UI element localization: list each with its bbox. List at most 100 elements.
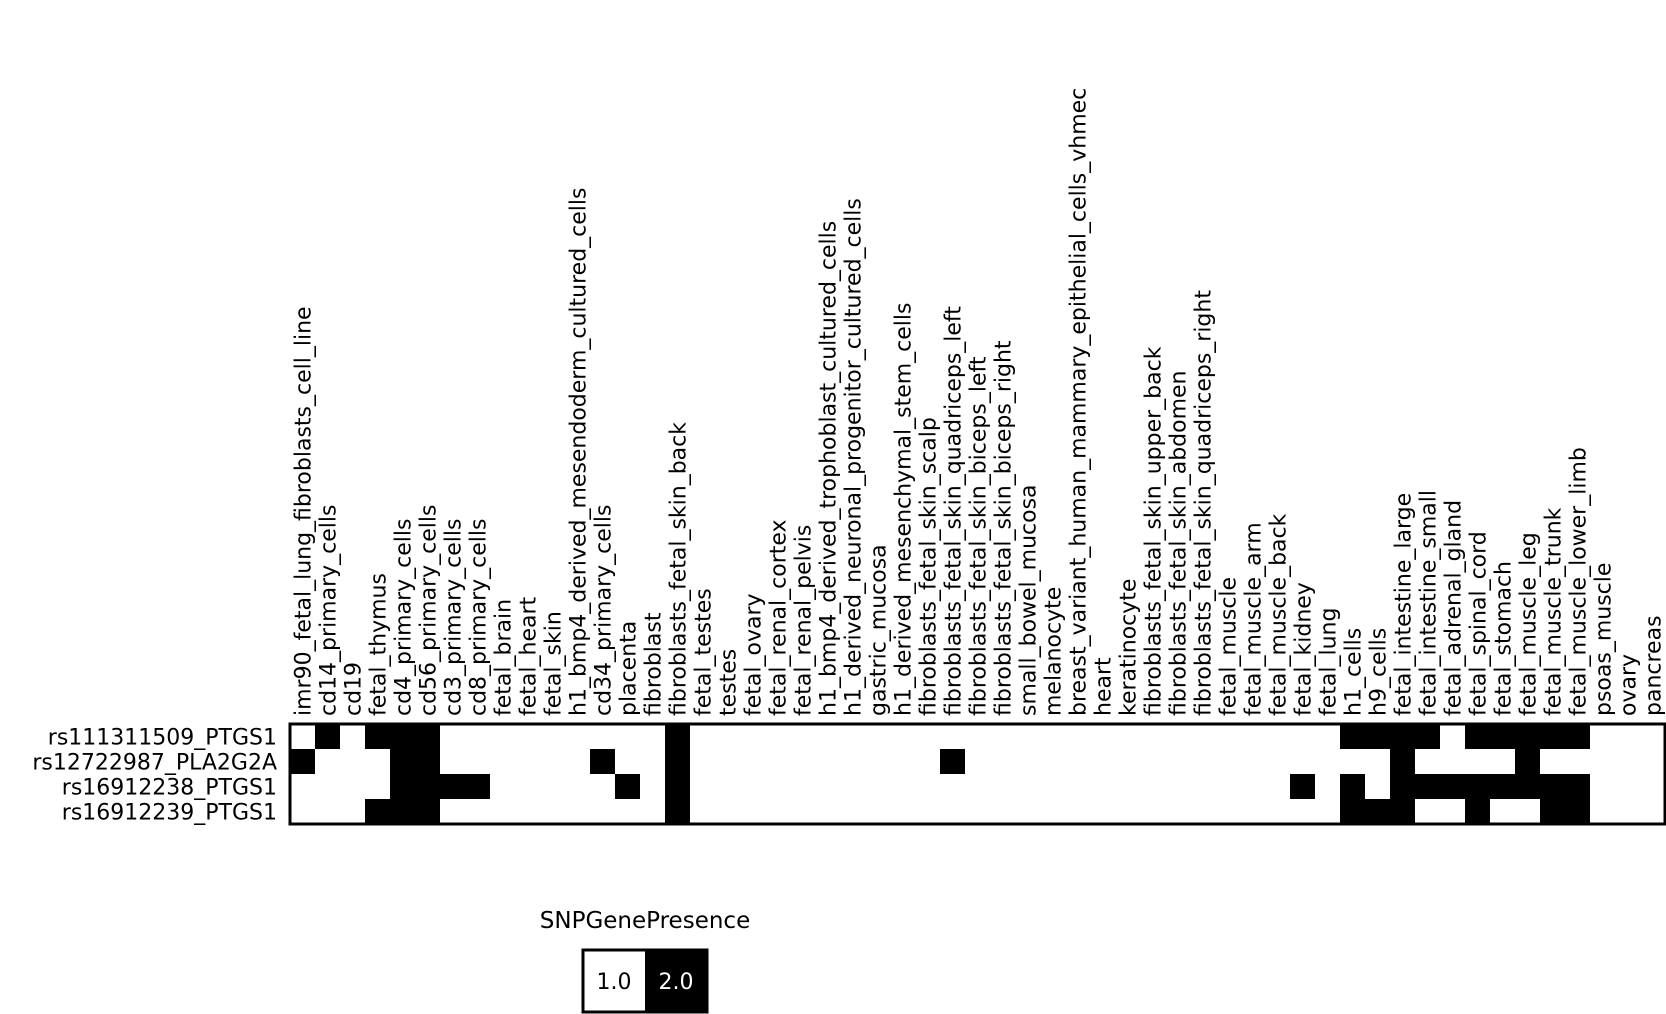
heatmap-cell [1415, 749, 1440, 774]
heatmap-cell [1165, 749, 1190, 774]
heatmap-cell [1440, 749, 1465, 774]
heatmap-cell [1115, 749, 1140, 774]
heatmap-cell [640, 724, 665, 749]
heatmap-cell [290, 799, 315, 824]
heatmap-cell [1540, 724, 1565, 749]
heatmap-cell [590, 774, 615, 799]
heatmap-cell [990, 774, 1015, 799]
heatmap-cell [690, 799, 715, 824]
heatmap-cell [1115, 799, 1140, 824]
heatmap-cell [840, 799, 865, 824]
heatmap-cell [1090, 799, 1115, 824]
heatmap-cell [1215, 774, 1240, 799]
column-label-cd4-primary-cells: cd4_primary_cells [392, 519, 417, 716]
column-label-fibroblasts-fetal-skin-quadriceps-left: fibroblasts_fetal_skin_quadriceps_left [942, 306, 967, 716]
heatmap-cell [965, 799, 990, 824]
heatmap-cell [740, 774, 765, 799]
heatmap-cell [840, 774, 865, 799]
heatmap-cell [765, 749, 790, 774]
heatmap-cell [1565, 749, 1590, 774]
heatmap-cell [1415, 724, 1440, 749]
heatmap-cell [1040, 749, 1065, 774]
heatmap-cell [790, 774, 815, 799]
heatmap-cell [415, 749, 440, 774]
heatmap-cell [1640, 724, 1665, 749]
heatmap-cell [1340, 799, 1365, 824]
heatmap-cell [815, 774, 840, 799]
heatmap-cell [890, 774, 915, 799]
heatmap-cell [1015, 799, 1040, 824]
heatmap-cell [1365, 724, 1390, 749]
row-label-rs12722987-pla2g2a: rs12722987_PLA2G2A [32, 751, 277, 776]
column-label-pancreas: pancreas [1642, 615, 1666, 716]
heatmap-cell [1390, 799, 1415, 824]
heatmap-cell [1040, 799, 1065, 824]
column-label-h1-cells: h1_cells [1342, 628, 1367, 716]
heatmap-cell [1640, 774, 1665, 799]
column-label-fibroblasts-fetal-skin-upper-back: fibroblasts_fetal_skin_upper_back [1142, 346, 1167, 716]
heatmap-cell [290, 774, 315, 799]
heatmap-cell [1140, 749, 1165, 774]
column-label-cd34-primary-cells: cd34_primary_cells [592, 505, 617, 716]
heatmap-cell [1265, 749, 1290, 774]
heatmap-cell [665, 724, 690, 749]
heatmap-cell [715, 799, 740, 824]
column-label-fetal-muscle-trunk: fetal_muscle_trunk [1542, 507, 1567, 716]
column-label-fibroblasts-fetal-skin-quadriceps-right: fibroblasts_fetal_skin_quadriceps_right [1192, 290, 1217, 716]
heatmap-cell [590, 724, 615, 749]
heatmap-cell [515, 724, 540, 749]
column-label-fibroblasts-fetal-skin-scalp: fibroblasts_fetal_skin_scalp [917, 417, 942, 716]
heatmap-cell [565, 724, 590, 749]
heatmap-cell [390, 774, 415, 799]
column-label-fetal-muscle-lower-limb: fetal_muscle_lower_limb [1567, 447, 1592, 716]
heatmap-cell [690, 749, 715, 774]
heatmap-cell [1590, 799, 1615, 824]
heatmap-cell [1265, 724, 1290, 749]
heatmap-cell [565, 774, 590, 799]
legend-frame [581, 948, 709, 1014]
legend-swatch-1 [583, 950, 645, 1012]
row-label-rs16912239-ptgs1: rs16912239_PTGS1 [62, 801, 277, 826]
heatmap-cell [715, 774, 740, 799]
heatmap-cell [1015, 724, 1040, 749]
heatmap-cell [1540, 799, 1565, 824]
heatmap-cell [1065, 749, 1090, 774]
column-label-h1-bmp4-derived-mesendoderm-cultured-cells: h1_bmp4_derived_mesendoderm_cultured_cel… [567, 188, 592, 717]
heatmap-cell [1290, 774, 1315, 799]
heatmap-cell [1340, 724, 1365, 749]
column-label-testes: testes [717, 649, 742, 716]
heatmap-cell [1340, 749, 1365, 774]
heatmap-cell [1315, 724, 1340, 749]
heatmap-cell [440, 774, 465, 799]
heatmap-cell [1490, 799, 1515, 824]
heatmap-cell [1015, 749, 1040, 774]
heatmap-cell [1290, 799, 1315, 824]
heatmap-cell [1390, 749, 1415, 774]
heatmap-cell [1065, 724, 1090, 749]
heatmap-cell [1140, 774, 1165, 799]
heatmap-cell [965, 749, 990, 774]
heatmap-cell [1240, 749, 1265, 774]
column-label-placenta: placenta [617, 621, 642, 716]
heatmap-cell [1165, 724, 1190, 749]
heatmap-cell [315, 774, 340, 799]
heatmap-cell [1490, 724, 1515, 749]
heatmap-cell [1015, 774, 1040, 799]
heatmap-cell [865, 774, 890, 799]
heatmap-cell [1315, 799, 1340, 824]
heatmap-cell [1515, 749, 1540, 774]
heatmap-cell [1215, 724, 1240, 749]
heatmap-cell [340, 774, 365, 799]
column-label-fibroblasts-fetal-skin-back: fibroblasts_fetal_skin_back [667, 422, 692, 716]
heatmap-cell [515, 774, 540, 799]
heatmap-cell [665, 749, 690, 774]
heatmap-cell [765, 724, 790, 749]
heatmap-cell [1315, 749, 1340, 774]
column-label-fibroblasts-fetal-skin-biceps-right: fibroblasts_fetal_skin_biceps_right [992, 340, 1017, 716]
heatmap-cell [365, 749, 390, 774]
column-label-fetal-muscle: fetal_muscle [1217, 577, 1242, 716]
column-label-cd19: cd19 [342, 662, 367, 716]
heatmap-cell [290, 724, 315, 749]
column-label-fetal-muscle-arm: fetal_muscle_arm [1242, 522, 1267, 716]
